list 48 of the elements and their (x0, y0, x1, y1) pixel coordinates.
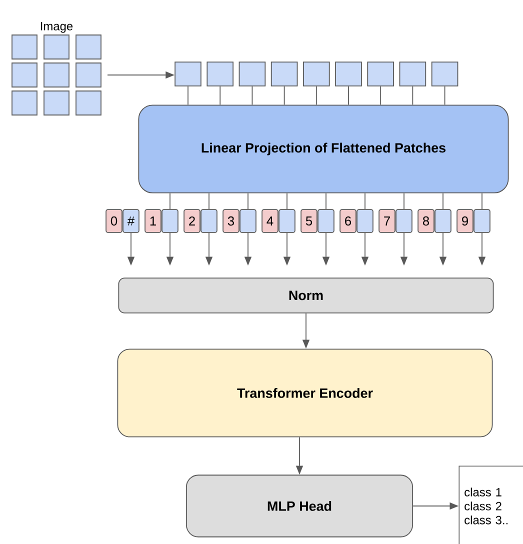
connector-line (348, 86, 349, 106)
connector-line (412, 86, 414, 106)
connector-line (220, 86, 221, 106)
patch-box (238, 62, 266, 86)
connector-line (364, 192, 366, 210)
token-box: # (122, 209, 140, 233)
token-box (200, 209, 218, 233)
connector-line (252, 86, 253, 106)
position-number-box: 2 (184, 209, 200, 233)
encoder-box: Transformer Encoder (117, 348, 493, 438)
token-box (318, 209, 334, 233)
position-number-box: 4 (262, 209, 278, 233)
position-number-box: 5 (300, 209, 318, 233)
connector-line (284, 86, 285, 106)
patch-box (174, 62, 202, 86)
position-number-box: 7 (378, 209, 396, 233)
position-number-box: 3 (222, 209, 240, 233)
position-number-box: 9 (456, 209, 474, 233)
patch-box (335, 62, 362, 86)
token-box (434, 209, 452, 233)
connector-line (286, 192, 288, 210)
patch-box (431, 62, 458, 86)
token-box (240, 209, 256, 233)
patch-box (270, 62, 298, 86)
connector-line (208, 192, 210, 210)
image-grid-drawing: Image (12, 22, 102, 116)
projection-box: Linear Projection of Flattened Patches (138, 104, 509, 194)
connector-line (380, 86, 382, 106)
patch-box (367, 62, 394, 86)
connector-line (316, 86, 317, 106)
token-box (396, 209, 412, 233)
connector-line (442, 192, 444, 210)
position-number-box: 6 (340, 209, 356, 233)
class-list-box: class 1 class 2 class 3.. (458, 466, 523, 544)
node-label: Image (40, 22, 73, 33)
token-box (278, 209, 296, 233)
token-box (162, 209, 178, 233)
position-number-box: 8 (418, 209, 434, 233)
patch-box (206, 62, 234, 86)
connector-line (444, 86, 446, 106)
norm-box: Norm (118, 278, 494, 314)
token-box (356, 209, 374, 233)
position-number-box: 0 (106, 209, 122, 233)
position-number-box: 1 (144, 209, 162, 233)
mlp-head-box: MLP Head (186, 474, 414, 538)
patch-box (303, 62, 330, 86)
token-box (474, 209, 490, 233)
patch-box (399, 62, 426, 86)
